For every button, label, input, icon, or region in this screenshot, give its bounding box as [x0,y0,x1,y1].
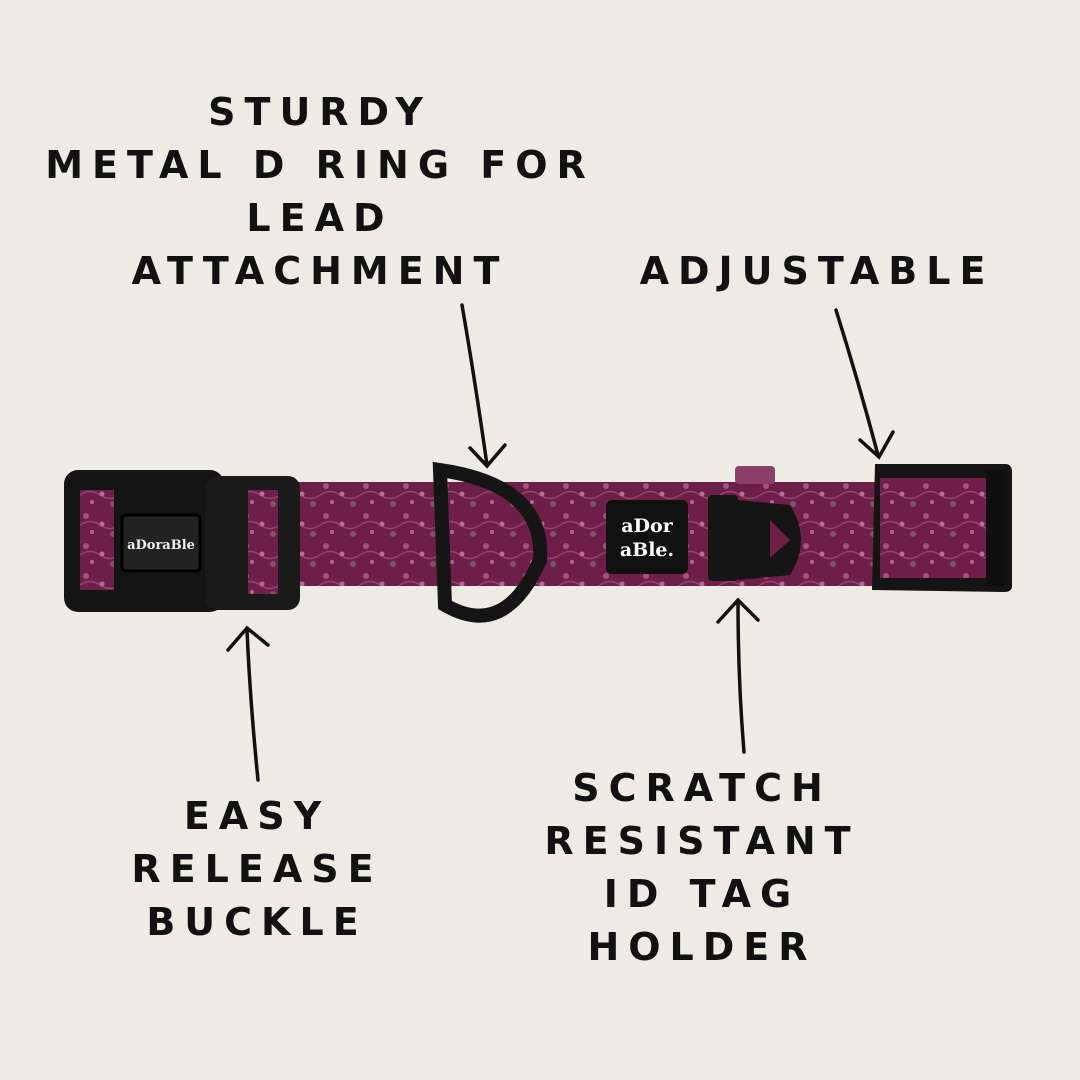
callout-id-tag: SCRATCH RESISTANT ID TAG HOLDER [544,762,859,974]
arrow-adjustable [834,308,895,460]
adjuster-slide [872,464,1012,592]
callout-line: SCRATCH [572,766,832,810]
callout-line: ADJUSTABLE [639,249,995,293]
callout-line: HOLDER [587,925,817,969]
arrows [226,303,895,782]
callout-line: RESISTANT [544,819,860,863]
callout-line: STURDY [208,90,432,134]
arrow-buckle [226,625,270,782]
callout-line: ID TAG [603,872,801,916]
callout-line: LEAD [246,196,394,240]
svg-text:aDor: aDor [621,515,673,537]
callout-line: BUCKLE [146,900,368,944]
callout-buckle: EASY RELEASE BUCKLE [131,790,382,949]
callout-line: EASY [183,794,331,838]
arrow-d-ring [460,303,507,469]
buckle-logo: aDoraBle [127,538,195,553]
callout-adjustable: ADJUSTABLE [640,245,995,298]
callout-d-ring: STURDY METAL D RING FOR LEAD ATTACHMENT [45,86,595,298]
callout-line: ATTACHMENT [131,249,509,293]
release-buckle: aDoraBle [64,470,300,612]
callout-line: RELEASE [131,847,383,891]
id-tag-holder: aDor aBle. [606,495,801,581]
arrow-id-tag [716,597,760,754]
callout-line: METAL D RING FOR [45,143,595,187]
svg-text:aBle.: aBle. [620,539,674,561]
d-ring [432,461,548,623]
